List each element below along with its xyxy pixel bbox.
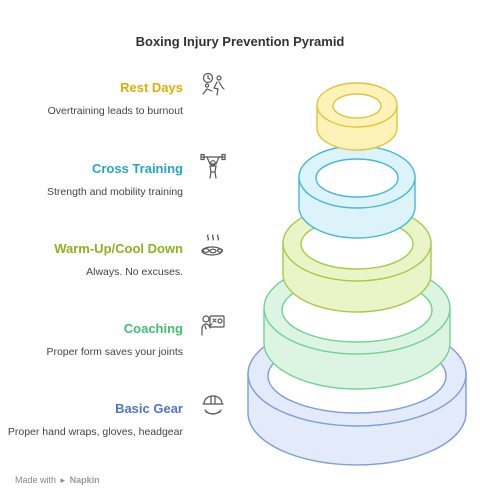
footer-brand: Napkin xyxy=(69,475,100,485)
level-description: Proper form saves your joints xyxy=(46,346,183,358)
helmet-mouthguard-icon xyxy=(202,395,224,415)
level-title: Cross Training xyxy=(91,161,183,176)
ring-cross-training xyxy=(298,145,416,239)
level-title: Rest Days xyxy=(120,80,183,95)
level-title: Coaching xyxy=(123,321,183,336)
coach-whiteboard-icon xyxy=(201,315,225,336)
level-cross-training: Cross Training Strength and mobility tra… xyxy=(47,161,183,198)
level-basic-gear: Basic Gear Proper hand wraps, gloves, he… xyxy=(8,401,183,438)
level-description: Always. No excuses. xyxy=(86,266,183,278)
hot-stones-icon xyxy=(201,234,224,256)
level-description: Overtraining leads to burnout xyxy=(47,105,183,117)
level-warm-up-cool-down: Warm-Up/Cool Down Always. No excuses. xyxy=(54,241,183,278)
napkin-logo-icon: ▸ xyxy=(60,475,66,485)
weightlifter-icon xyxy=(200,153,226,179)
ring-rest-days xyxy=(316,82,398,151)
level-rest-days: Rest Days Overtraining leads to burnout xyxy=(48,80,183,117)
sleeping-person-clock-icon xyxy=(202,72,225,96)
footer-prefix: Made with xyxy=(15,475,57,485)
level-coaching: Coaching Proper form saves your joints xyxy=(46,321,183,358)
level-title: Basic Gear xyxy=(115,401,183,416)
footer-attribution: Made with ▸ Napkin xyxy=(15,475,100,486)
level-description: Strength and mobility training xyxy=(47,186,183,198)
level-description: Proper hand wraps, gloves, headgear xyxy=(7,426,183,438)
page-title: Boxing Injury Prevention Pyramid xyxy=(135,34,345,49)
level-title: Warm-Up/Cool Down xyxy=(54,241,183,256)
